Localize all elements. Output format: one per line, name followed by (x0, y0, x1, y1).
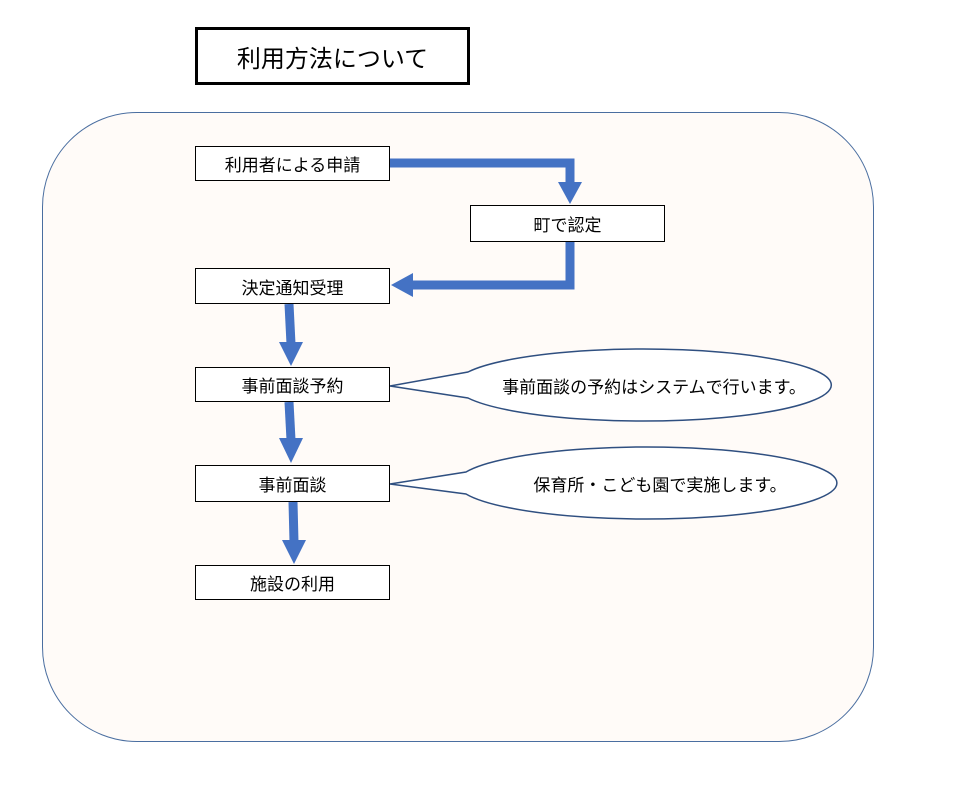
note-callout-interview (389, 446, 838, 520)
flow-arrow-1-head (558, 182, 582, 204)
flow-arrow-2-head (391, 273, 413, 297)
step-pre-interview: 事前面談 (195, 465, 390, 502)
flow-arrow-2 (410, 242, 575, 290)
flow-arrow-3 (284, 303, 296, 345)
flow-arrow-4 (284, 401, 296, 441)
step-facility-use: 施設の利用 (195, 565, 390, 600)
note-interview-location: 保育所・こども園で実施します。 (533, 475, 787, 496)
step-application: 利用者による申請 (195, 146, 390, 181)
note-callout-reservation (389, 348, 833, 422)
page-title: 利用方法について (195, 27, 470, 85)
flow-panel (42, 112, 874, 742)
flow-arrow-1 (390, 158, 575, 185)
flow-arrow-5 (288, 501, 299, 543)
step-interview-reservation: 事前面談予約 (195, 367, 390, 402)
flow-arrow-4-head (279, 438, 303, 463)
flow-arrow-3-head (279, 342, 303, 366)
flow-arrow-5-head (282, 540, 306, 564)
step-town-certification: 町で認定 (470, 205, 665, 242)
step-decision-notice: 決定通知受理 (195, 268, 390, 304)
note-reservation-system: 事前面談の予約はシステムで行います。 (502, 377, 806, 398)
